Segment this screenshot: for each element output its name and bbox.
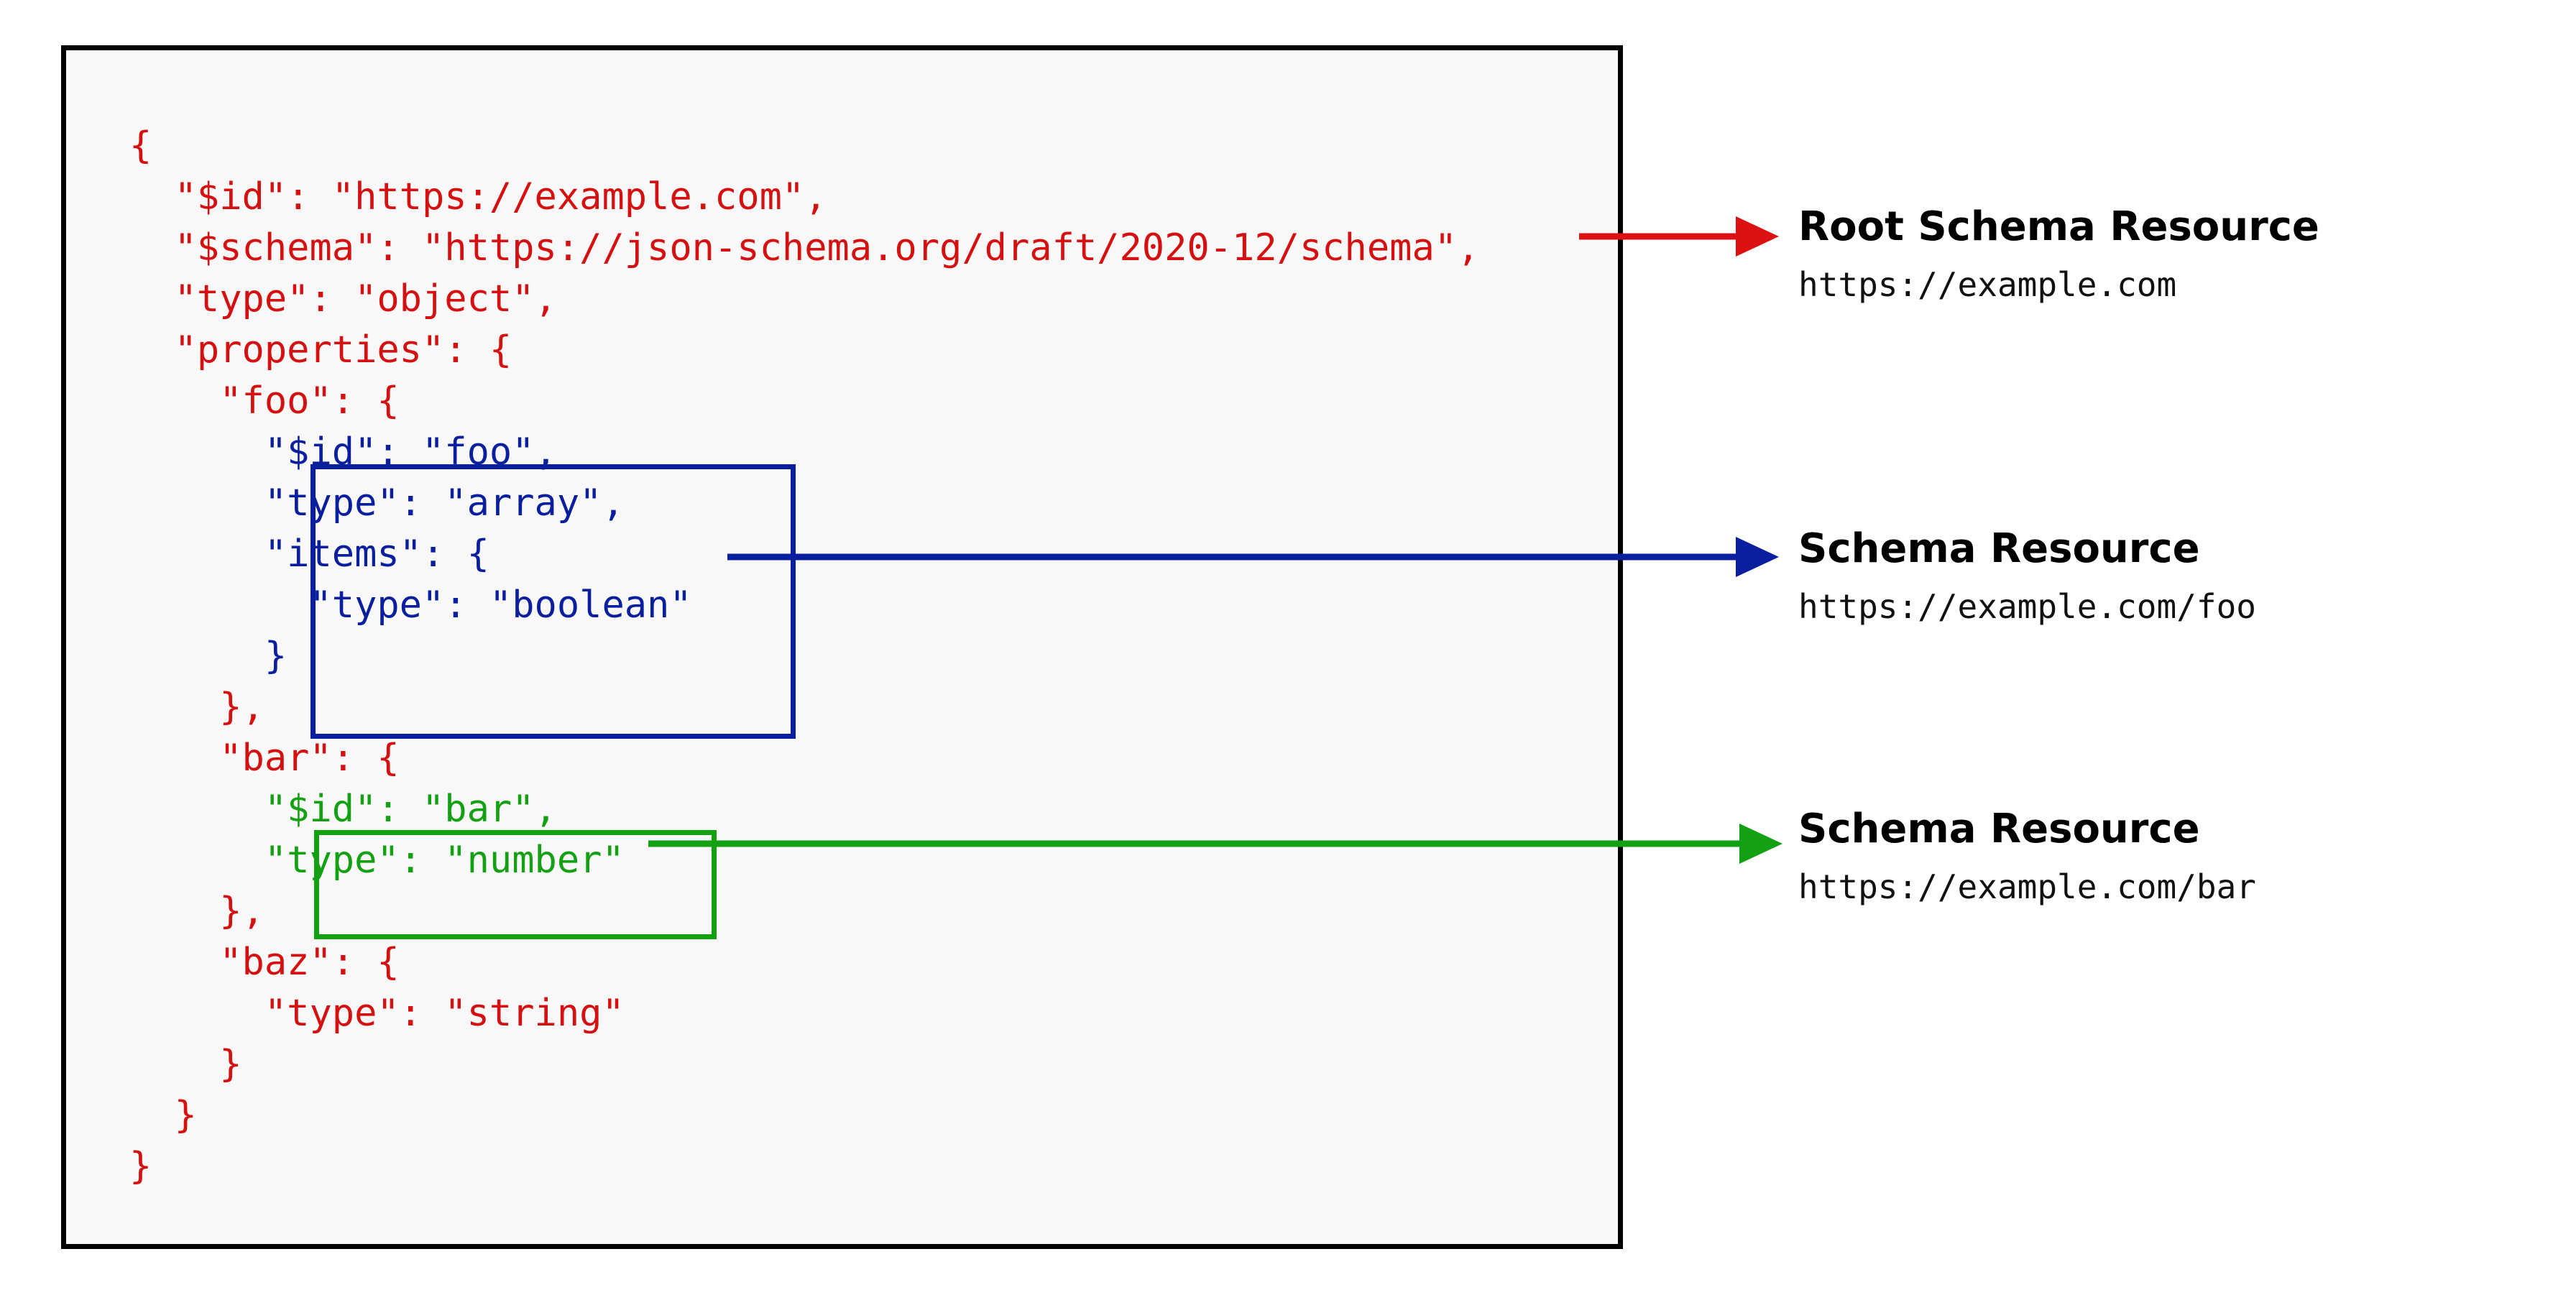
arrow-shaft <box>1579 233 1739 240</box>
code-line-4: "properties": { <box>129 328 512 372</box>
code-line-12: "bar": { <box>129 737 400 780</box>
code-line-2: "$schema": "https://json-schema.org/draf… <box>129 226 1480 269</box>
foo-subschema-highlight-box <box>310 464 796 739</box>
code-line-19: } <box>129 1094 197 1137</box>
code-line-16: "baz": { <box>129 941 400 984</box>
bar-subschema-highlight-box <box>314 830 717 939</box>
legend-entry-root-schema: Root Schema Resource https://example.com <box>1798 204 2319 305</box>
code-line-8: "items": { <box>129 533 489 576</box>
legend-url-root: https://example.com <box>1798 265 2177 304</box>
code-line-3: "type": "object", <box>129 277 557 321</box>
legend-url-foo: https://example.com/foo <box>1798 587 2256 626</box>
code-line-1: "$id": "https://example.com", <box>129 175 827 218</box>
json-code-panel: { "$id": "https://example.com", "$schema… <box>61 45 1623 1249</box>
arrow-head <box>1739 824 1782 864</box>
code-line-9: "type": "boolean" <box>129 584 692 627</box>
code-line-13: "$id": "bar", <box>129 788 557 831</box>
code-line-15: }, <box>129 890 264 933</box>
legend-title-root: Root Schema Resource <box>1798 203 2319 250</box>
code-line-5: "foo": { <box>129 379 400 423</box>
arrow-shaft <box>648 840 1742 847</box>
legend-title-bar: Schema Resource <box>1798 806 2200 852</box>
arrow-shaft <box>727 553 1739 561</box>
code-line-20: } <box>129 1145 152 1188</box>
code-line-11: }, <box>129 686 264 729</box>
legend-url-bar: https://example.com/bar <box>1798 867 2256 906</box>
code-line-17: "type": "string" <box>129 992 625 1035</box>
code-line-10: } <box>129 635 288 678</box>
code-line-0: { <box>129 124 152 167</box>
code-line-14: "type": "number" <box>129 839 625 882</box>
arrow-head <box>1736 216 1779 257</box>
legend-entry-bar-schema: Schema Resource https://example.com/bar <box>1798 806 2256 907</box>
legend-entry-foo-schema: Schema Resource https://example.com/foo <box>1798 526 2256 627</box>
code-line-18: } <box>129 1043 242 1086</box>
legend-title-foo: Schema Resource <box>1798 525 2200 572</box>
code-line-7: "type": "array", <box>129 481 625 525</box>
arrow-head <box>1736 537 1779 577</box>
